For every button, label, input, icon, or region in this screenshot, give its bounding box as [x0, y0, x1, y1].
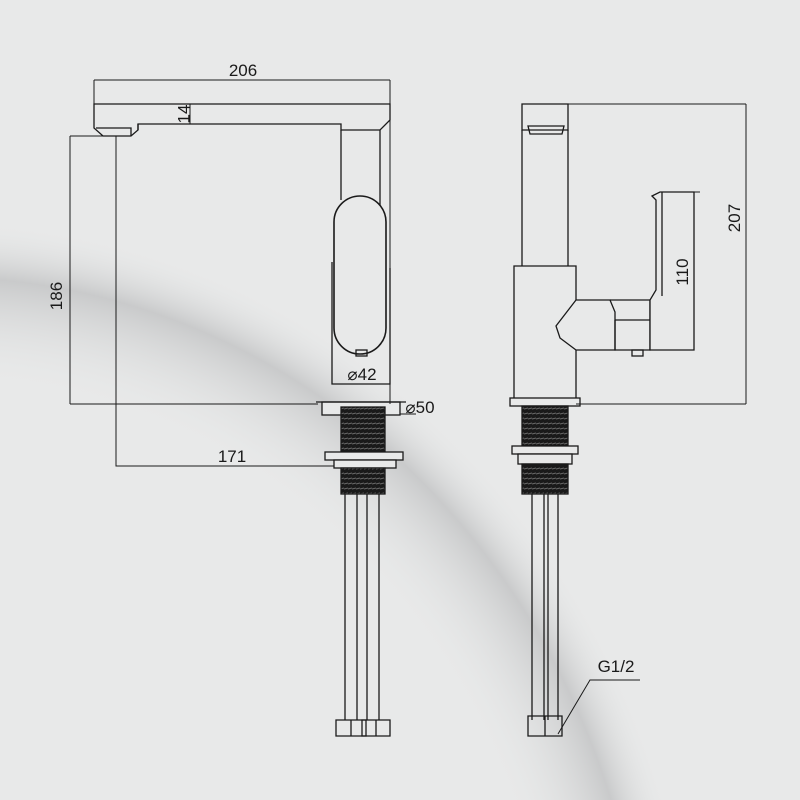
side-base-plate	[509, 397, 581, 407]
spout-aerator	[96, 127, 132, 136]
dim-width-total: 206	[229, 61, 257, 80]
side-shank-upper	[521, 405, 569, 447]
threaded-shank-lower	[340, 467, 386, 495]
dim-base-diameter: ⌀50	[405, 398, 434, 417]
side-hose-nut	[527, 715, 563, 737]
dim-body-diameter: ⌀42	[347, 365, 376, 384]
side-handle-pin	[631, 349, 644, 357]
hose-nut-right	[361, 719, 391, 737]
dim-height-total: 207	[725, 204, 744, 232]
handle-lever	[333, 195, 387, 355]
handle-pin	[355, 349, 368, 357]
dim-171-lines	[115, 136, 334, 467]
side-neck	[521, 130, 569, 266]
leader-thread	[557, 679, 640, 735]
side-shank-lower	[521, 463, 569, 495]
side-view	[509, 103, 695, 737]
front-dimensions	[69, 79, 416, 467]
dim-thread-size: G1/2	[598, 657, 635, 676]
dim-height-outlet: 186	[47, 282, 66, 310]
threaded-shank-upper	[340, 406, 386, 455]
side-dimensions	[557, 103, 747, 735]
supply-hoses	[344, 494, 380, 720]
side-nut	[517, 453, 573, 465]
nut	[333, 459, 397, 469]
washer	[324, 451, 404, 461]
side-aerator	[527, 125, 565, 135]
dim-spout-thickness: 14	[174, 105, 193, 124]
dim-206-lines	[93, 79, 391, 404]
side-supply-hoses	[531, 494, 559, 720]
side-cartridge	[555, 299, 616, 351]
dim-reach: 171	[218, 447, 246, 466]
dim-207-lines	[568, 103, 747, 405]
dim-50-lines	[399, 402, 416, 415]
dim-186-lines	[69, 135, 318, 405]
side-washer	[511, 445, 579, 455]
dim-handle-height: 110	[673, 258, 692, 285]
